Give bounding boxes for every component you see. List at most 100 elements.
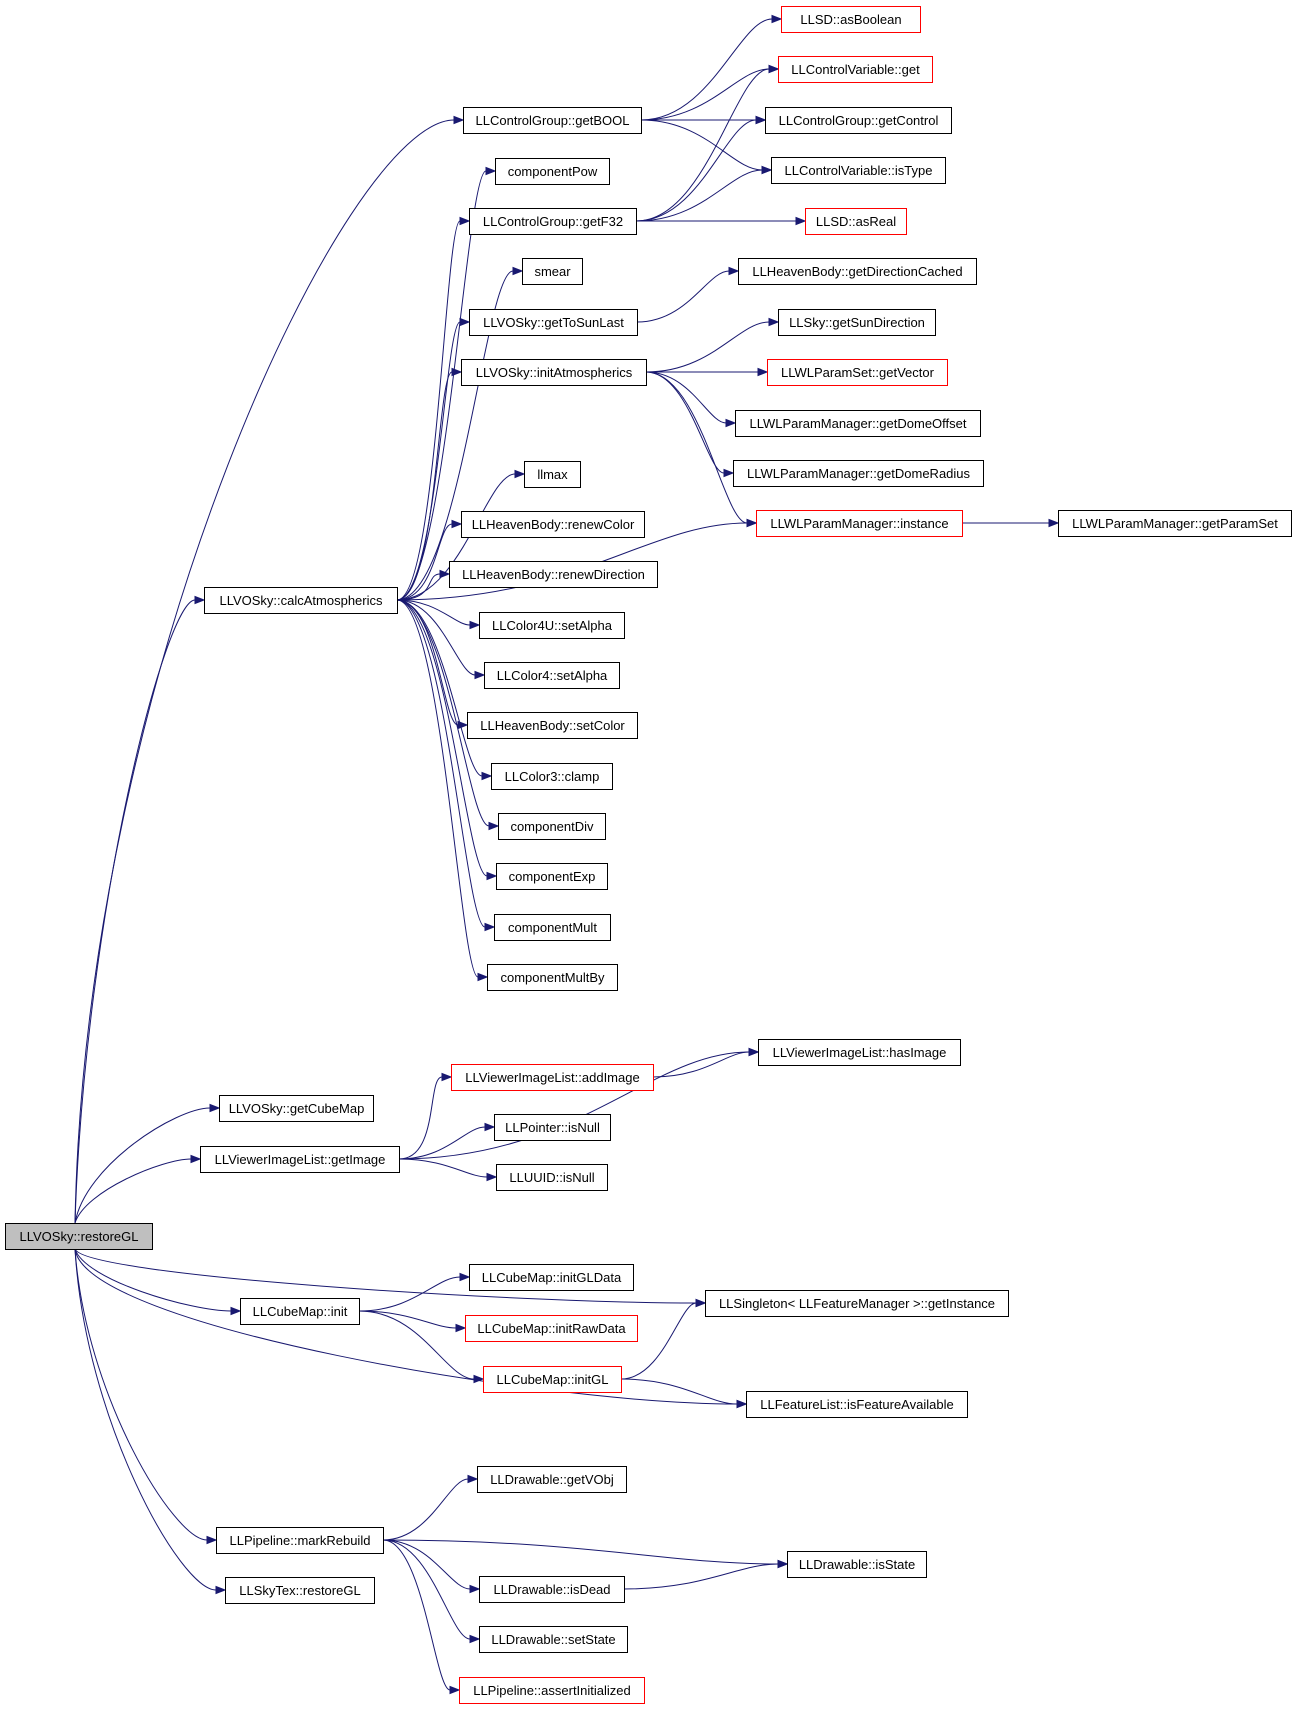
node-uuid-is-null[interactable]: LLUUID::isNull: [496, 1164, 608, 1191]
edge-restore-gl-to-get-cube-map: [74, 1103, 221, 1224]
node-hb-set-color[interactable]: LLHeavenBody::setColor: [467, 712, 638, 739]
node-label: LLWLParamManager::getParamSet: [1072, 516, 1278, 531]
edge-arrowhead: [459, 317, 471, 327]
node-color4u-set-alpha[interactable]: LLColor4U::setAlpha: [479, 612, 625, 639]
edge-line: [74, 1158, 192, 1224]
edge-init-atmospherics-to-get-vector: [646, 367, 769, 377]
edge-arrowhead: [723, 468, 735, 478]
edge-line: [645, 371, 727, 424]
node-box: [758, 1039, 961, 1066]
node-smear[interactable]: smear: [522, 258, 583, 285]
node-component-pow[interactable]: componentPow: [495, 158, 610, 185]
edge-calc-atmospherics-to-get-to-sun-last: [396, 317, 471, 601]
node-sky-tex-restore-gl[interactable]: LLSkyTex::restoreGL: [225, 1577, 375, 1604]
node-box: [495, 158, 610, 185]
node-has-image[interactable]: LLViewerImageList::hasImage: [758, 1039, 961, 1066]
edge-line: [74, 1248, 208, 1541]
node-wlpm-instance[interactable]: LLWLParamManager::instance: [756, 510, 963, 537]
node-llmax[interactable]: llmax: [524, 461, 581, 488]
node-vil-get-image[interactable]: LLViewerImageList::getImage: [200, 1146, 400, 1173]
node-pointer-is-null[interactable]: LLPointer::isNull: [494, 1114, 611, 1141]
node-get-f32[interactable]: LLControlGroup::getF32: [469, 208, 637, 235]
edge-line: [645, 321, 770, 373]
edge-line: [74, 119, 455, 1224]
node-get-dome-offset[interactable]: LLWLParamManager::getDomeOffset: [735, 410, 981, 437]
node-label: componentMultBy: [500, 970, 605, 985]
node-get-param-set[interactable]: LLWLParamManager::getParamSet: [1058, 510, 1292, 537]
node-renew-direction[interactable]: LLHeavenBody::renewDirection: [449, 561, 658, 588]
node-get-vobj[interactable]: LLDrawable::getVObj: [477, 1466, 627, 1493]
edge-arrowhead: [695, 1298, 707, 1308]
node-box: [204, 587, 398, 614]
edge-arrowhead: [795, 216, 807, 226]
edge-line: [396, 371, 453, 601]
node-get-dome-radius[interactable]: LLWLParamManager::getDomeRadius: [733, 460, 984, 487]
node-get-instance[interactable]: LLSingleton< LLFeatureManager >::getInst…: [705, 1290, 1009, 1317]
node-drawable-is-state[interactable]: LLDrawable::isState: [787, 1551, 927, 1578]
edge-line: [645, 371, 748, 524]
node-box: [494, 1114, 611, 1141]
node-component-div[interactable]: componentDiv: [498, 813, 606, 840]
node-cv-get[interactable]: LLControlVariable::get: [778, 56, 933, 83]
node-drawable-is-dead[interactable]: LLDrawable::isDead: [479, 1576, 625, 1603]
node-label: LLViewerImageList::hasImage: [773, 1045, 947, 1060]
edge-line: [396, 599, 486, 928]
node-label: LLViewerImageList::getImage: [215, 1152, 386, 1167]
node-get-control[interactable]: LLControlGroup::getControl: [765, 107, 952, 134]
node-get-sun-direction[interactable]: LLSky::getSunDirection: [778, 309, 936, 336]
node-drawable-set-state[interactable]: LLDrawable::setState: [479, 1626, 628, 1653]
node-is-feature-available[interactable]: LLFeatureList::isFeatureAvailable: [746, 1391, 968, 1418]
node-get-cube-map[interactable]: LLVOSky::getCubeMap: [219, 1095, 374, 1122]
node-calc-atmospherics[interactable]: LLVOSky::calcAtmospherics: [204, 587, 398, 614]
edge-cube-init-to-init-raw-data: [358, 1310, 467, 1333]
node-label: LLWLParamSet::getVector: [781, 365, 935, 380]
edge-mark-rebuild-to-drawable-set-state: [382, 1539, 481, 1644]
node-box: [451, 1064, 654, 1091]
edge-arrowhead: [449, 1685, 461, 1695]
node-component-exp[interactable]: componentExp: [496, 863, 608, 890]
node-is-type[interactable]: LLControlVariable::isType: [771, 157, 946, 184]
node-box: [756, 510, 963, 537]
edge-line: [396, 599, 471, 626]
edge-line: [382, 1539, 779, 1565]
node-box: [467, 712, 638, 739]
node-init-raw-data[interactable]: LLCubeMap::initRawData: [465, 1315, 638, 1342]
node-as-real[interactable]: LLSD::asReal: [805, 208, 907, 235]
node-box: [465, 1315, 638, 1342]
node-get-vector[interactable]: LLWLParamSet::getVector: [767, 359, 948, 386]
edge-restore-gl-to-vil-get-image: [74, 1154, 202, 1224]
node-as-boolean[interactable]: LLSD::asBoolean: [781, 6, 921, 33]
node-color3-clamp[interactable]: LLColor3::clamp: [491, 763, 613, 790]
edge-arrowhead: [453, 115, 465, 125]
edge-line: [396, 220, 461, 601]
edge-restore-gl-to-sky-tex-restore-gl: [74, 1248, 227, 1595]
node-label: componentDiv: [510, 819, 594, 834]
edge-line: [74, 599, 196, 1224]
node-box: [524, 461, 581, 488]
node-cube-init[interactable]: LLCubeMap::init: [240, 1298, 360, 1325]
edge-line: [74, 1248, 697, 1304]
edge-arrowhead: [467, 1474, 479, 1484]
node-cube-init-gl[interactable]: LLCubeMap::initGL: [483, 1366, 622, 1393]
node-box: [487, 964, 618, 991]
node-init-atmospherics[interactable]: LLVOSky::initAtmospherics: [461, 359, 647, 386]
node-label: LLVOSky::calcAtmospherics: [219, 593, 383, 608]
node-component-mult[interactable]: componentMult: [494, 914, 611, 941]
node-mark-rebuild[interactable]: LLPipeline::markRebuild: [216, 1527, 384, 1554]
edge-get-bool-to-cv-get: [640, 64, 780, 121]
node-assert-initialized[interactable]: LLPipeline::assertInitialized: [459, 1677, 645, 1704]
edge-line: [382, 1539, 471, 1590]
edge-arrowhead: [455, 1323, 467, 1333]
node-color4-set-alpha[interactable]: LLColor4::setAlpha: [484, 662, 620, 689]
node-box: [735, 410, 981, 437]
node-add-image[interactable]: LLViewerImageList::addImage: [451, 1064, 654, 1091]
node-component-mult-by[interactable]: componentMultBy: [487, 964, 618, 991]
edge-calc-atmospherics-to-get-f32: [396, 216, 471, 601]
node-box: [240, 1298, 360, 1325]
node-get-bool[interactable]: LLControlGroup::getBOOL: [463, 107, 642, 134]
node-get-to-sun-last[interactable]: LLVOSky::getToSunLast: [469, 309, 638, 336]
node-init-gldata[interactable]: LLCubeMap::initGLData: [469, 1264, 634, 1291]
node-restore-gl[interactable]: LLVOSky::restoreGL: [5, 1223, 153, 1250]
node-get-direction-cached[interactable]: LLHeavenBody::getDirectionCached: [738, 258, 977, 285]
node-renew-color[interactable]: LLHeavenBody::renewColor: [461, 511, 645, 538]
